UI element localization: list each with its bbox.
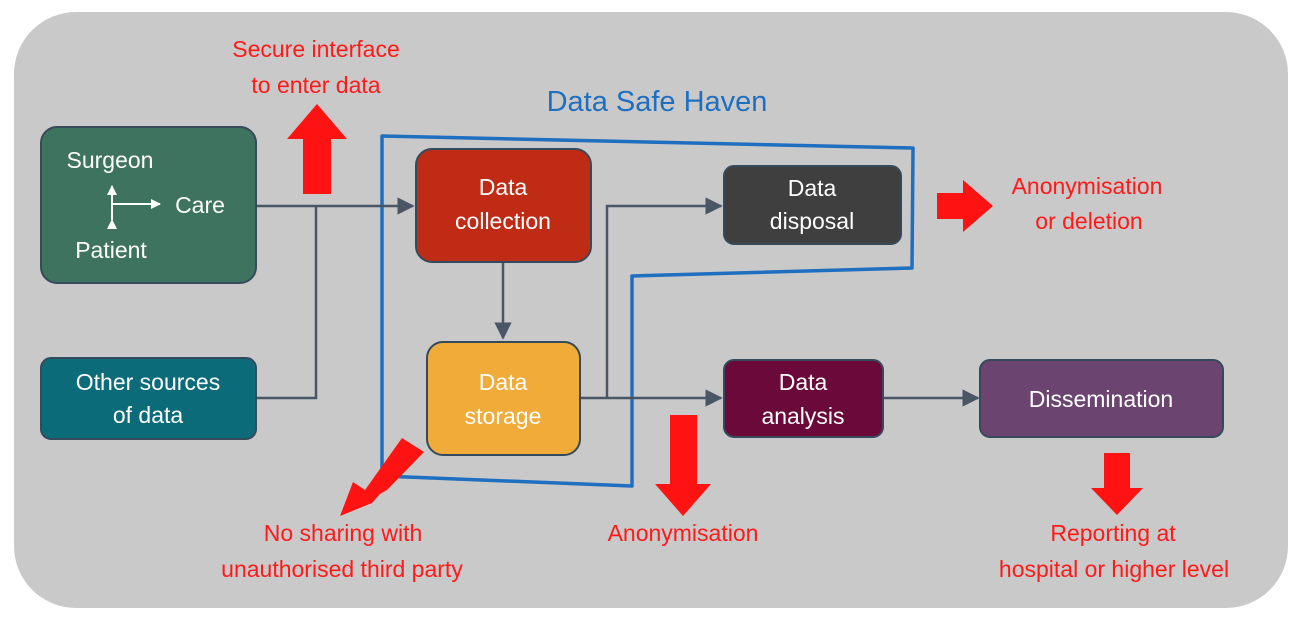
connector-storage-to-disposal [605,197,723,398]
no-sharing-note: No sharing with [264,520,423,546]
svg-text:of data: of data [113,402,184,428]
surgeon-label: Surgeon [67,147,154,173]
svg-text:Other sources: Other sources [76,369,220,395]
svg-text:Data: Data [779,369,828,395]
data-collection-box: Data collection [415,148,592,263]
reporting-note-line2: hospital or higher level [999,556,1229,582]
connector-other-sources [256,206,318,400]
svg-text:Data: Data [788,175,837,201]
secure-interface-note-line2: to enter data [251,72,380,98]
dissemination-box: Dissemination [979,359,1224,438]
connectors [256,197,980,407]
data-disposal-box: Data disposal [723,165,902,245]
svg-text:disposal: disposal [770,208,854,234]
care-label: Care [175,192,225,218]
svg-text:storage: storage [465,403,542,429]
anonymisation-note: Anonymisation [608,520,759,546]
data-storage-box: Data storage [426,341,581,456]
svg-text:analysis: analysis [761,403,844,429]
anonymisation-deletion-note: Anonymisation [1012,173,1163,199]
red-arrows [287,104,1143,516]
surgeon-care-patient-box: Surgeon Care Patient [40,126,257,284]
diagonal-red-arrow-icon [340,438,424,516]
other-sources-box: Other sources of data [40,357,257,440]
data-safe-haven-title: Data Safe Haven [547,86,768,118]
reporting-note: Reporting at [1050,520,1176,546]
data-analysis-box: Data analysis [723,359,884,438]
svg-text:collection: collection [455,208,551,234]
down-red-arrow-icon-reporting [1091,453,1143,515]
patient-label: Patient [75,237,147,263]
up-red-arrow-icon [287,104,347,194]
svg-text:Dissemination: Dissemination [1029,386,1173,412]
right-red-arrow-icon [937,180,993,232]
secure-interface-note: Secure interface [232,36,399,62]
no-sharing-note-line2: unauthorised third party [221,556,463,582]
svg-text:Data: Data [479,174,528,200]
background-panel [14,12,1288,608]
anonymisation-deletion-note-line2: or deletion [1035,208,1142,234]
svg-text:Data: Data [479,369,528,395]
notes: Secure interface to enter data Anonymisa… [221,36,1229,582]
down-red-arrow-icon-anonymisation [655,415,711,516]
